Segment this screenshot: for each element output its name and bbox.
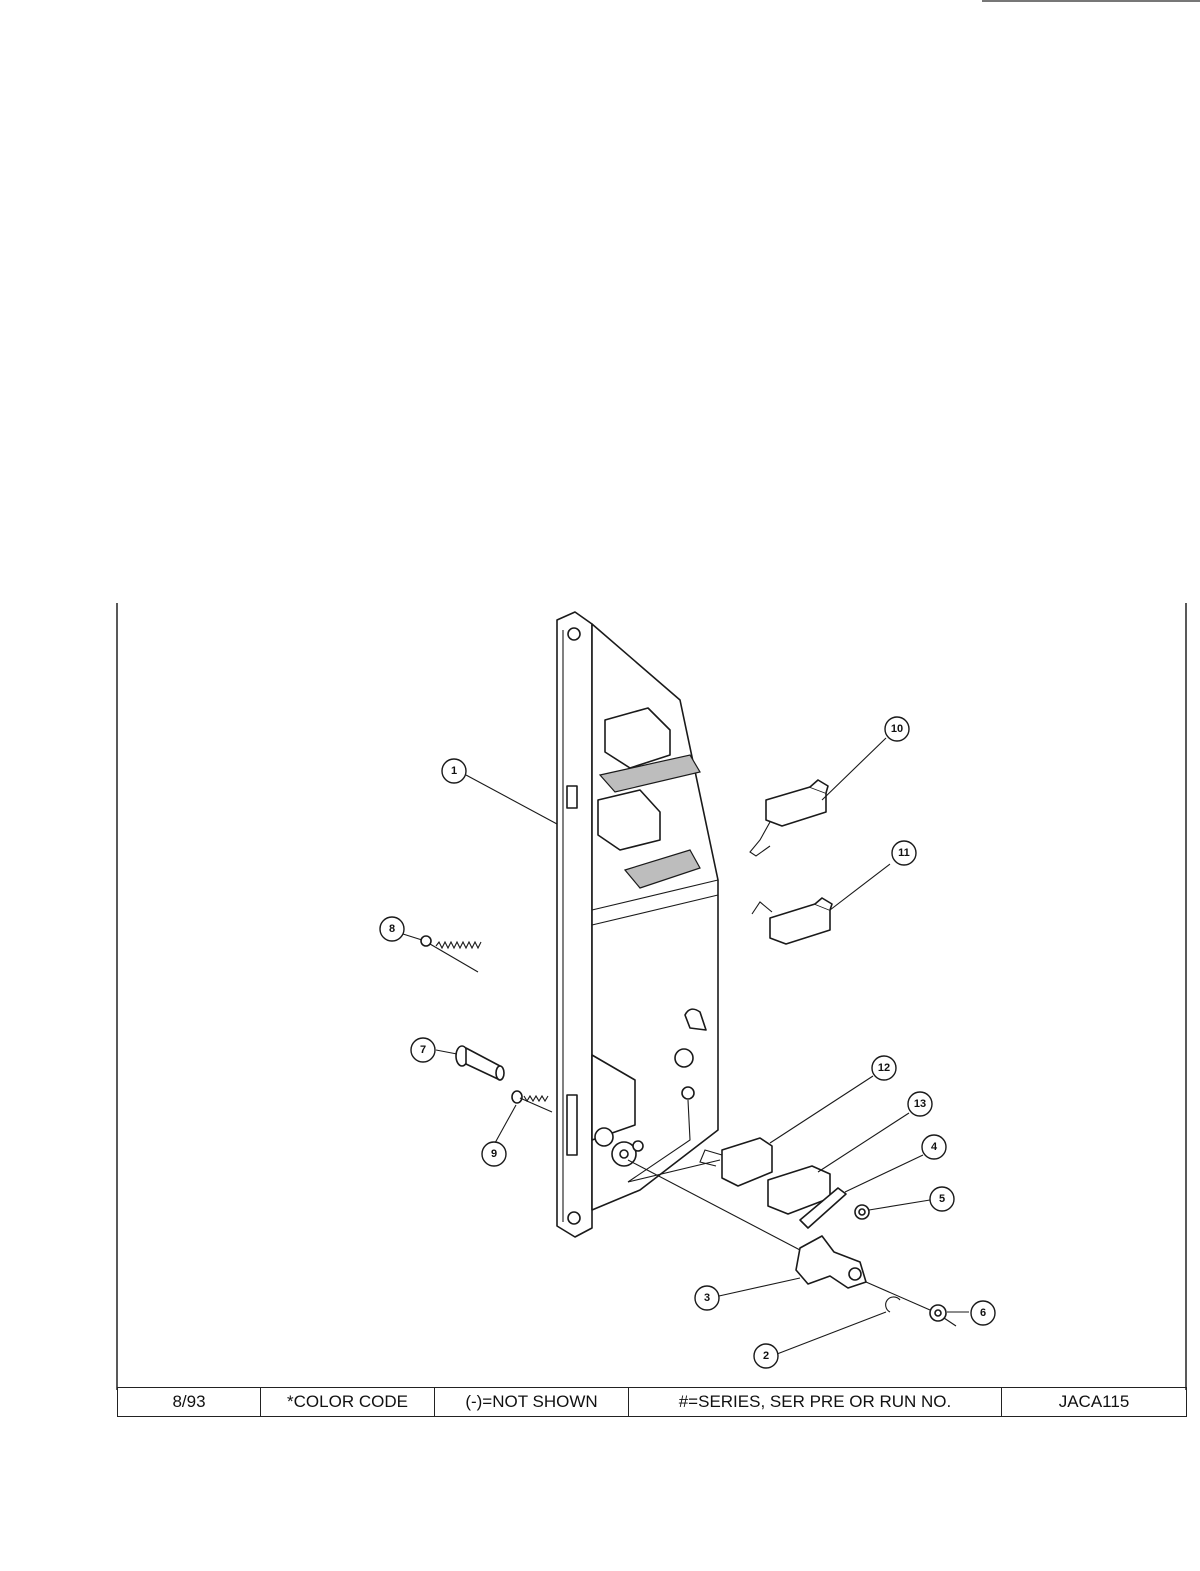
callout-13: 13 — [907, 1091, 933, 1117]
callout-number: 10 — [891, 723, 903, 735]
footer-drawing-number-cell: JACA115 — [1058, 1392, 1130, 1411]
top-edge-rule — [982, 0, 1200, 2]
footer-date-cell: 8/93 — [118, 1388, 261, 1416]
callout-1: 1 — [441, 758, 467, 784]
callout-circle — [871, 1055, 897, 1081]
callout-number: 4 — [931, 1141, 938, 1153]
spring-screw-8 — [420, 935, 482, 973]
callout-8: 8 — [379, 916, 405, 942]
callout-number: 6 — [980, 1307, 986, 1319]
callout-number: 5 — [939, 1193, 945, 1205]
callout-3: 3 — [694, 1285, 720, 1311]
callout-11: 11 — [891, 840, 917, 866]
callout-6: 6 — [970, 1300, 996, 1326]
callout-9: 9 — [481, 1141, 507, 1167]
bracket-front-rail — [556, 611, 593, 1238]
callout-number: 11 — [898, 847, 910, 859]
callout-circle — [891, 840, 917, 866]
switch-12 — [699, 1137, 773, 1187]
screw-9 — [511, 1090, 553, 1113]
micro-switch-11 — [751, 897, 833, 945]
callout-4: 4 — [921, 1134, 947, 1160]
plate-4 — [799, 1187, 847, 1229]
callout-2: 2 — [753, 1343, 779, 1369]
footer-table: 8/93 *COLOR CODE (-)=NOT SHOWN #=SERIES,… — [117, 1387, 1187, 1417]
callout-number: 12 — [878, 1062, 890, 1074]
nut-5 — [854, 1204, 870, 1220]
callout-circle — [753, 1343, 779, 1369]
clip-2 — [885, 1296, 901, 1313]
callout-circle — [694, 1285, 720, 1311]
leader-lines — [402, 737, 969, 1355]
callout-circle — [481, 1141, 507, 1167]
callout-circle — [970, 1300, 996, 1326]
footer-not-shown-cell: (-)=NOT SHOWN — [435, 1388, 629, 1416]
callout-5: 5 — [929, 1186, 955, 1212]
footer-color-code-cell: *COLOR CODE — [261, 1388, 435, 1416]
callout-circle — [921, 1134, 947, 1160]
callout-circle — [907, 1091, 933, 1117]
actuator-3 — [627, 1159, 867, 1289]
micro-switch-10 — [749, 779, 829, 857]
callout-number: 8 — [389, 923, 395, 935]
pin-7 — [455, 1045, 505, 1081]
callout-number: 1 — [451, 765, 457, 777]
callout-10: 10 — [884, 716, 910, 742]
callout-circle — [929, 1186, 955, 1212]
callout-number: 2 — [763, 1350, 769, 1362]
callout-number: 7 — [420, 1044, 426, 1056]
bracket-assembly — [556, 611, 721, 1238]
callout-number: 9 — [491, 1148, 497, 1160]
callout-circle — [379, 916, 405, 942]
footer-series-cell: #=SERIES, SER PRE OR RUN NO. — [629, 1388, 1002, 1416]
callout-circle — [441, 758, 467, 784]
callout-12: 12 — [871, 1055, 897, 1081]
callout-7: 7 — [410, 1037, 436, 1063]
callout-circle — [410, 1037, 436, 1063]
callout-circle — [884, 716, 910, 742]
nut-6 — [865, 1281, 957, 1327]
callout-number: 3 — [704, 1292, 710, 1304]
callout-number: 13 — [914, 1098, 926, 1110]
